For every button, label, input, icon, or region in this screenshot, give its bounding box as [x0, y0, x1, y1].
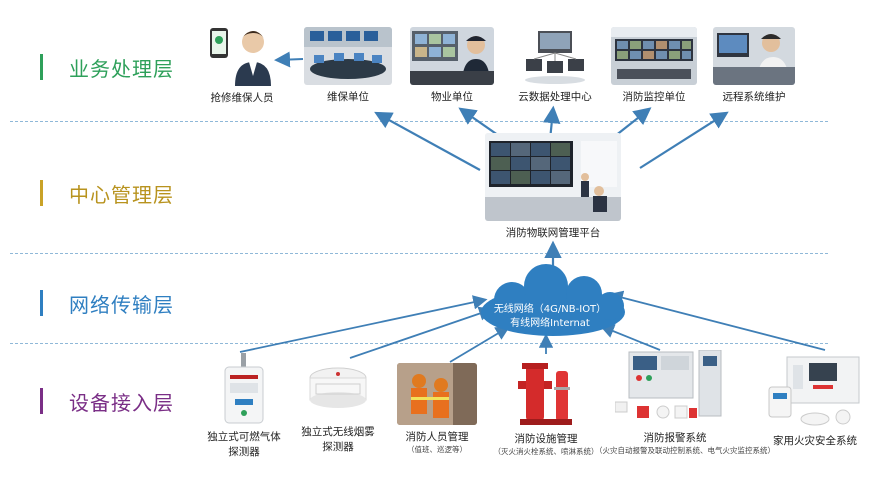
node-fire-monitor-unit: 消防监控单位	[610, 27, 698, 104]
node-label: 维保单位	[327, 91, 369, 103]
node-remote-maintenance: 远程系统维护	[712, 27, 796, 104]
layer-bar	[40, 54, 43, 80]
layer-divider	[10, 343, 828, 344]
node-label: 消防监控单位	[622, 91, 686, 103]
layer-label: 业务处理层	[69, 56, 174, 81]
layer-business: 业务处理层	[40, 52, 174, 82]
network-wireless-text: 无线网络（4G/NB-IOT）	[493, 304, 607, 315]
cloud-data-center-icon	[520, 27, 590, 85]
node-alarm-system: 消防报警系统 （火灾自动报警及联动控制系统、电气火灾监控系统）	[595, 350, 775, 456]
gas-detector-icon	[219, 353, 269, 425]
layer-bar	[40, 388, 43, 414]
smoke-detector-icon	[304, 362, 372, 420]
node-cloud-data-center: 云数据处理中心	[510, 27, 600, 104]
layer-device: 设备接入层	[40, 386, 174, 416]
node-label: 消防人员管理	[405, 431, 469, 443]
node-maintenance-unit: 维保单位	[303, 27, 393, 104]
layer-center: 中心管理层	[40, 178, 174, 208]
node-personnel-management: 消防人员管理 （值班、巡逻等）	[387, 363, 487, 455]
node-label: 远程系统维护	[722, 91, 786, 103]
network-wired-text: 有线网络Internat	[510, 318, 590, 329]
node-facility-management: 消防设施管理 （灭火消火栓系统、喷淋系统）	[480, 357, 612, 457]
node-sublabel: （火灾自动报警及联动控制系统、电气火灾监控系统）	[595, 446, 775, 455]
home-fire-system-icon	[767, 355, 863, 429]
layer-label: 设备接入层	[69, 390, 174, 415]
node-sublabel: （灭火消火栓系统、喷淋系统）	[493, 447, 599, 456]
node-home-fire-system: 家用火灾安全系统	[760, 355, 870, 448]
repair-staff-icon	[207, 22, 277, 86]
layer-network: 网络传输层	[40, 288, 174, 318]
maintenance-office-icon	[304, 27, 392, 85]
node-sublabel: （值班、巡逻等）	[407, 445, 467, 454]
layer-bar	[40, 290, 43, 316]
node-smoke-detector: 独立式无线烟雾 探测器	[288, 362, 388, 454]
hydrant-icon	[516, 357, 576, 427]
layer-label: 网络传输层	[69, 292, 174, 317]
node-label: 独立式无线烟雾	[301, 426, 375, 438]
control-room-icon	[485, 133, 621, 221]
layer-label: 中心管理层	[69, 182, 174, 207]
layer-bar	[40, 180, 43, 206]
network-cloud-label: 无线网络（4G/NB-IOT） 有线网络Internat	[480, 303, 620, 331]
node-iot-platform: 消防物联网管理平台	[483, 133, 623, 240]
node-label: 消防设施管理	[514, 433, 578, 445]
node-label-line2: 探测器	[322, 441, 354, 453]
node-repair-staff: 抢修维保人员	[196, 22, 288, 105]
node-label: 家用火灾安全系统	[773, 435, 857, 447]
node-property-unit: 物业单位	[408, 27, 496, 104]
node-label: 物业单位	[431, 91, 473, 103]
node-label: 抢修维保人员	[210, 92, 274, 104]
node-label-line2: 探测器	[228, 446, 260, 458]
fire-monitor-center-icon	[611, 27, 697, 85]
node-label: 云数据处理中心	[518, 91, 592, 103]
layer-divider	[10, 253, 828, 254]
node-label: 消防物联网管理平台	[505, 227, 601, 239]
node-label: 消防报警系统	[643, 432, 707, 444]
node-label: 独立式可燃气体	[207, 431, 281, 443]
alarm-panel-icon	[615, 350, 735, 426]
remote-maintenance-icon	[713, 27, 795, 85]
firefighters-icon	[397, 363, 477, 425]
cloud-icon	[481, 264, 625, 336]
property-office-icon	[410, 27, 494, 85]
node-gas-detector: 独立式可燃气体 探测器	[196, 353, 292, 459]
layer-divider	[10, 121, 828, 122]
